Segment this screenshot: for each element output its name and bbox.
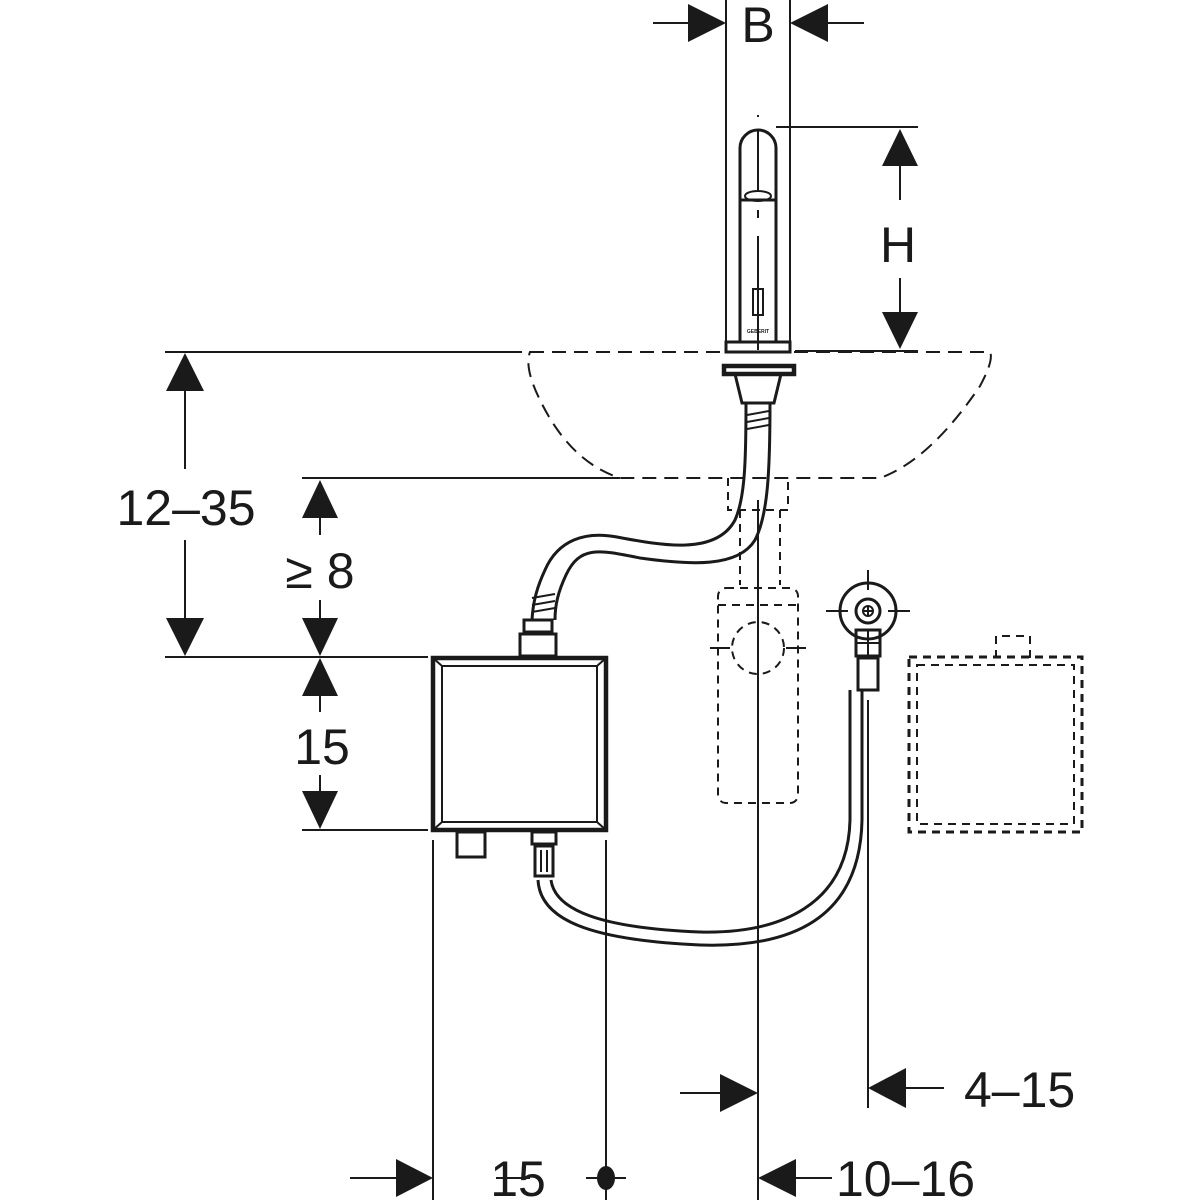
dot-terminator-icon [597,1166,615,1190]
arrow-up-icon [302,480,338,518]
box-outlet-fitting [530,830,558,846]
bevel [596,821,607,831]
brand-mark: GEBERIT [747,329,769,335]
tap-spout: GEBERIT [724,115,792,354]
siphon-outlet [731,621,785,675]
sensor-window [752,288,764,316]
box-inner [441,665,598,823]
height-dimension: H [776,126,918,349]
arrow-down-icon [302,791,338,829]
hose-nut [522,618,554,634]
battery-box-outline [907,635,1084,834]
bevel [596,657,607,667]
clearance-dimension: ≥ 8 [285,480,355,656]
valve-handle [854,597,882,625]
height-label: H [880,217,916,273]
bevel [432,821,443,831]
hose-thread [746,410,770,430]
supply-hose-inner [549,690,852,934]
outlet-connector [533,844,555,878]
battery-box-outer [907,655,1084,834]
arrow-right-icon [720,1074,758,1112]
arrow-down-icon [166,618,204,656]
hose-thread [531,593,556,613]
basin-to-box-label: 12–35 [116,480,255,536]
arrow-left-icon [868,1068,906,1108]
bottom-dimensions: 15 10–16 4–15 [350,840,1075,1200]
mounting-flange [721,363,797,377]
cable-gland [455,830,487,859]
bevel [432,657,443,667]
hose-outer [530,402,748,621]
mounting-nut [733,373,783,405]
box-axis-label: 15 [490,1151,546,1200]
arrow-up-icon [302,658,338,696]
arrow-left-icon [758,1159,796,1197]
supply-hose-outer [536,690,864,947]
basin-shape [527,351,992,479]
arrow-right-icon [396,1159,433,1197]
flex-hose [518,363,797,658]
clearance-label: ≥ 8 [285,543,354,599]
washbasin-outline [302,351,992,479]
valve-connector [856,656,880,692]
box-outer [430,655,609,833]
control-box [430,655,609,878]
angle-valve [826,570,910,692]
box-height-dimension: 15 [294,658,428,831]
arrow-down-icon [882,312,918,349]
drain-pipe [739,510,781,585]
hose-inner [553,402,772,621]
arrow-down-icon [302,618,338,656]
valve-offset-label: 4–15 [964,1062,1075,1118]
box-height-label: 15 [294,719,350,775]
arrow-up-icon [166,353,204,391]
arrow-left-icon [790,4,828,42]
basin-height-dimension: 12–35 [116,350,918,656]
width-dimension: B [653,0,864,345]
width-label: B [741,0,774,53]
arrow-right-icon [688,4,726,42]
drain-offset-label: 10–16 [836,1151,975,1200]
arrow-up-icon [882,129,918,166]
box-inlet-fitting [518,632,558,658]
battery-box-cap [995,635,1031,658]
aerator-outlet [744,190,772,202]
battery-box-inner [916,664,1075,825]
supply-hose [536,690,864,947]
